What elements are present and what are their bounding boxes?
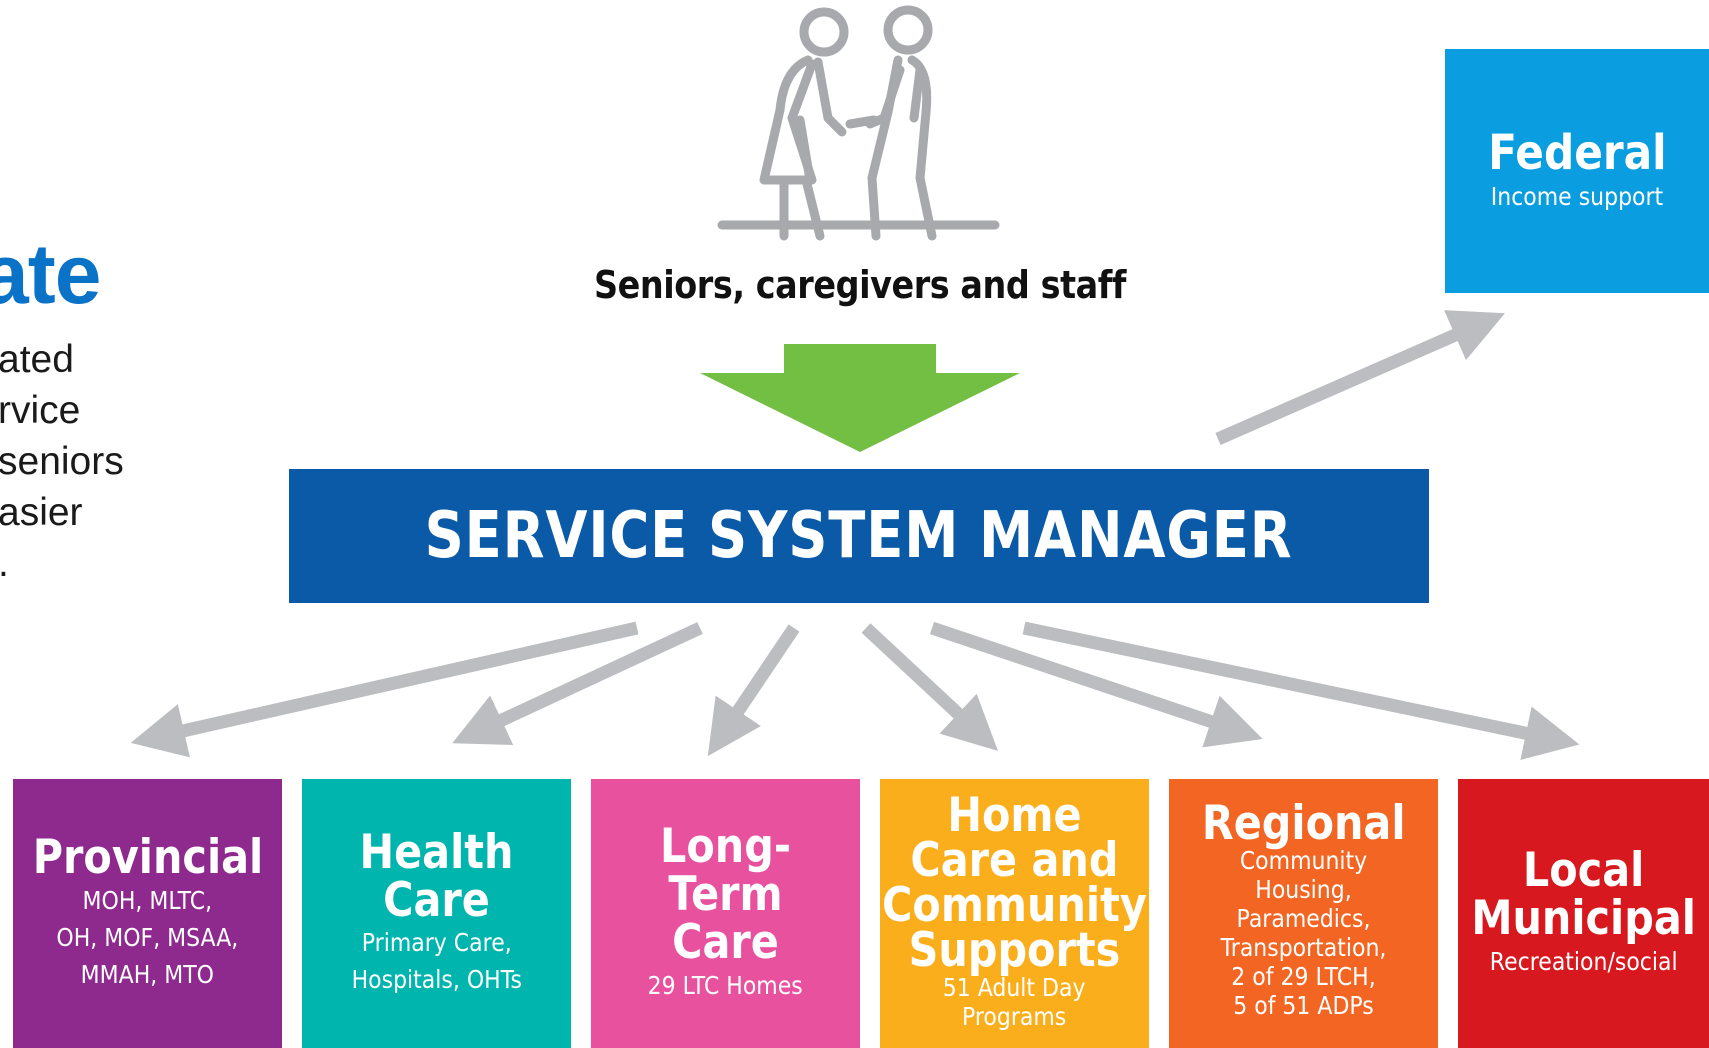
home-care-box: Home Care and Community Supports 51 Adul…	[880, 779, 1149, 1048]
provincial-subtitle: MOH, MLTC, OH, MOF, MSAA, MMAH, MTO	[56, 885, 239, 989]
regional-title: Regional	[1201, 796, 1406, 851]
regional-box: Regional Community Housing, Paramedics, …	[1169, 779, 1438, 1048]
provincial-box: Provincial MOH, MLTC, OH, MOF, MSAA, MMA…	[13, 779, 282, 1048]
long-term-care-box: Long-Term Care 29 LTC Homes	[591, 779, 860, 1048]
two-people-icon	[717, 5, 1000, 241]
left-line: rvice	[0, 389, 81, 432]
arrow-to-local-municipal	[1022, 621, 1580, 760]
left-title: ate	[0, 227, 101, 321]
left-line: asier	[0, 491, 83, 534]
people-caption: Seniors, caregivers and staff	[594, 263, 1126, 307]
service-system-manager-bar: SERVICE SYSTEM MANAGER	[289, 469, 1429, 603]
arrow-to-federal	[1215, 310, 1506, 445]
health-care-subtitle: Primary Care, Hospitals, OHTs	[351, 928, 522, 995]
provincial-title: Provincial	[32, 830, 263, 886]
local-municipal-box: Local Municipal Recreation/social	[1458, 779, 1709, 1048]
federal-box: Federal Income support	[1445, 49, 1709, 293]
health-care-title: Health Care	[359, 824, 514, 928]
arrow-to-health-care	[452, 622, 703, 745]
home-care-subtitle: 51 Adult Day Programs	[943, 973, 1086, 1031]
left-line: .	[0, 538, 124, 589]
down-arrow-icon	[700, 344, 1020, 452]
arrow-to-regional	[929, 621, 1263, 748]
left-line: seniors	[0, 440, 124, 483]
local-municipal-title: Local Municipal	[1471, 843, 1696, 946]
left-paragraph: ated rvice seniors asier .	[0, 334, 124, 589]
left-line: ated	[0, 338, 74, 381]
regional-subtitle: Community Housing, Paramedics, Transport…	[1220, 846, 1387, 1020]
federal-subtitle: Income support	[1490, 181, 1664, 211]
health-care-box: Health Care Primary Care, Hospitals, OHT…	[302, 779, 571, 1048]
home-care-title: Home Care and Community Supports	[882, 788, 1147, 978]
long-term-care-title: Long-Term Care	[659, 819, 791, 970]
long-term-care-subtitle: 29 LTC Homes	[647, 970, 804, 1000]
service-system-manager-label: SERVICE SYSTEM MANAGER	[425, 499, 1293, 573]
arrow-to-provincial	[130, 621, 639, 758]
arrow-to-home-care	[861, 623, 998, 751]
arrow-to-long-term-care	[707, 624, 800, 757]
federal-title: Federal	[1487, 125, 1667, 181]
local-municipal-subtitle: Recreation/social	[1489, 946, 1678, 976]
